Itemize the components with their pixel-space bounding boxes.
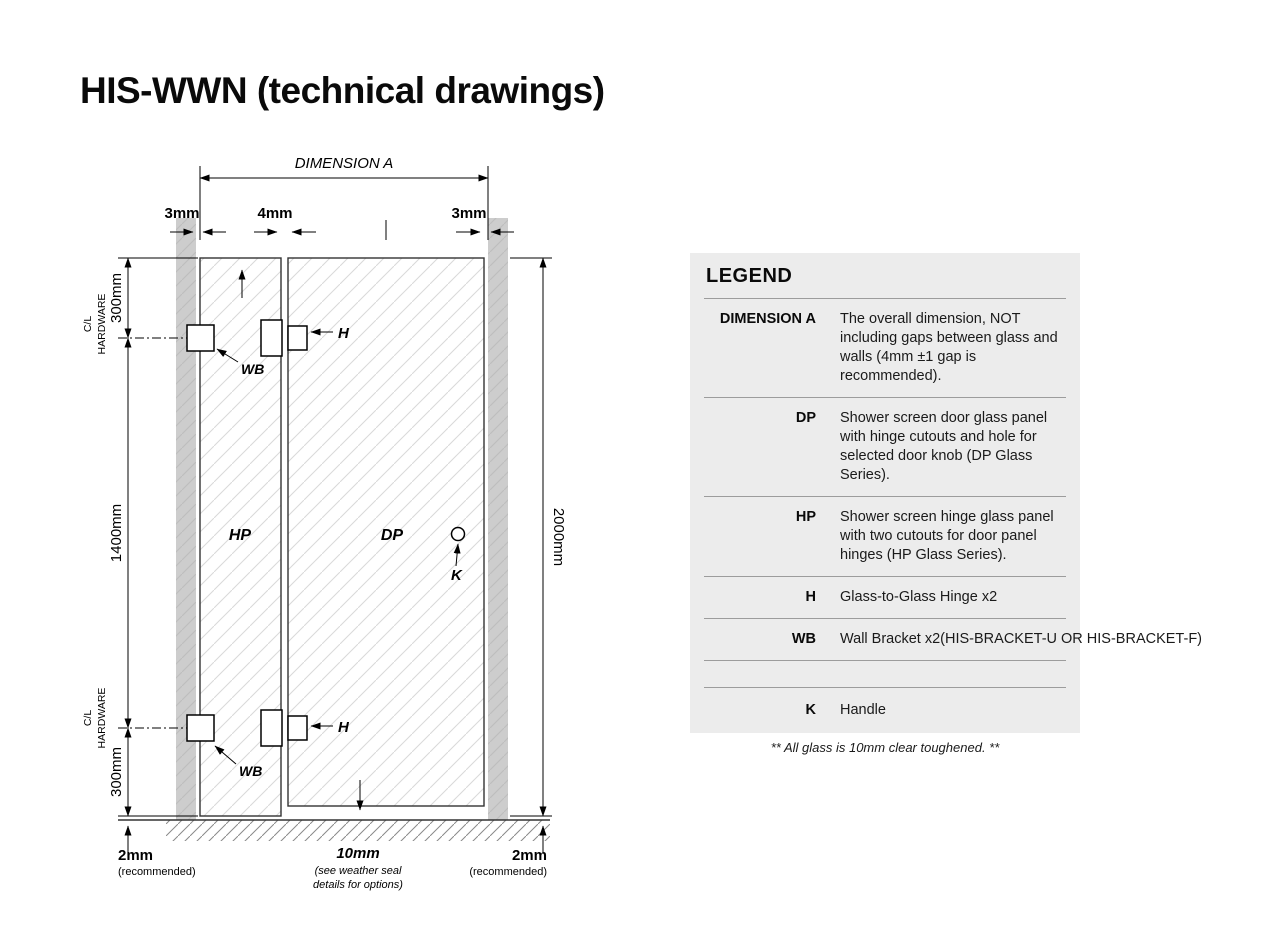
left-dimensions: [118, 257, 202, 852]
door-gap-note-line1: (see weather seal: [315, 865, 402, 877]
cl-hardware-bottom-line2: HARDWARE: [96, 688, 108, 749]
legend-row-hp: HP Shower screen hinge glass panel with …: [704, 496, 1066, 576]
gap-right-label: 3mm: [451, 205, 486, 222]
legend-term: WB: [791, 631, 816, 647]
floor-gap-left-note: (recommended): [118, 866, 196, 878]
right-wall: [488, 218, 508, 820]
gap-left-label: 3mm: [164, 205, 199, 222]
floor: [118, 819, 550, 841]
drawing-canvas: DIMENSION A 3mm 4mm 3mm 300mm 1400mm 300…: [82, 155, 567, 891]
left-wall: [176, 218, 196, 820]
legend-desc: Shower screen door glass panel with hing…: [840, 410, 1048, 483]
dimension-a-label: DIMENSION A: [295, 155, 394, 172]
cl-hardware-top-line1: C/L: [82, 316, 94, 333]
dp-panel-label: DP: [381, 527, 404, 544]
legend-term: DP: [795, 410, 816, 426]
floor-gap-left-label: 2mm: [118, 847, 153, 864]
wall-bracket-bottom-label: WB: [239, 763, 262, 779]
wall-bracket-top-label: WB: [241, 361, 264, 377]
legend-desc: Handle: [840, 702, 886, 718]
floor-hatch: [166, 820, 550, 841]
hinge-bottom-label: H: [338, 719, 350, 736]
handle: [450, 526, 466, 567]
floor-gap-right-note: (recommended): [469, 866, 547, 878]
wall-bracket-callouts: [214, 348, 239, 765]
door-gap-label: 10mm: [336, 845, 379, 862]
height-total-label: 2000mm: [550, 508, 567, 566]
wall-bracket-top: [186, 324, 215, 352]
legend-desc: The overall dimension, NOT including gap…: [840, 311, 1058, 384]
legend-row-k: K Handle: [704, 687, 1066, 733]
legend-term: K: [805, 702, 816, 718]
handle-knob: [450, 526, 466, 542]
legend-row-wb: WB Wall Bracket x2(HIS-BRACKET-U OR HIS-…: [704, 618, 1202, 660]
legend-desc: Shower screen hinge glass panel with two…: [840, 509, 1054, 563]
legend-term: DIMENSION A: [719, 311, 816, 327]
cl-hardware-top-line2: HARDWARE: [96, 294, 108, 355]
legend-row-h: H Glass-to-Glass Hinge x2: [704, 576, 1066, 618]
floor-gap-right-label: 2mm: [512, 847, 547, 864]
legend-desc: Glass-to-Glass Hinge x2: [840, 589, 998, 605]
hinge-callouts: [310, 328, 333, 730]
legend-term: H: [805, 589, 816, 605]
legend-title: LEGEND: [706, 265, 793, 287]
right-dimension: [510, 257, 552, 852]
legend-desc: Wall Bracket x2(HIS-BRACKET-U OR HIS-BRA…: [840, 631, 1203, 647]
technical-drawing: DIMENSION A 3mm 4mm 3mm 300mm 1400mm 300…: [70, 140, 650, 940]
hinge-bottom-hp-part: [260, 709, 283, 747]
wall-brackets: [186, 324, 215, 742]
hp-panel-label: HP: [229, 527, 252, 544]
hinge-top-label: H: [338, 325, 350, 342]
wall-bracket-bottom: [186, 714, 215, 742]
legend-term: HP: [795, 509, 816, 525]
cl-hardware-bottom-line1: C/L: [82, 710, 94, 727]
glass-footnote: ** All glass is 10mm clear toughened. **: [770, 740, 1000, 755]
top-gap-dimensions: [170, 220, 514, 240]
gap-middle-label: 4mm: [257, 205, 292, 222]
legend-row-spacer: [704, 660, 1066, 687]
hinge-top-dp-part: [287, 325, 308, 351]
page-title: HIS-WWN (technical drawings): [80, 70, 605, 111]
height-bottom-label: 300mm: [108, 747, 125, 797]
hinge-top-hp-part: [260, 319, 283, 357]
legend-row-dimension-a: DIMENSION A The overall dimension, NOT i…: [704, 298, 1066, 397]
legend-panel: LEGEND DIMENSION A The overall dimension…: [690, 253, 1202, 733]
height-middle-label: 1400mm: [108, 504, 125, 562]
dimension-a: [199, 166, 489, 240]
height-top-label: 300mm: [108, 273, 125, 323]
door-gap-note-line2: details for options): [313, 879, 403, 891]
legend-row-dp: DP Shower screen door glass panel with h…: [704, 397, 1066, 496]
walls: [176, 218, 508, 820]
hinges: [260, 319, 308, 747]
hinge-bottom-dp-part: [287, 715, 308, 741]
handle-label: K: [451, 567, 463, 584]
